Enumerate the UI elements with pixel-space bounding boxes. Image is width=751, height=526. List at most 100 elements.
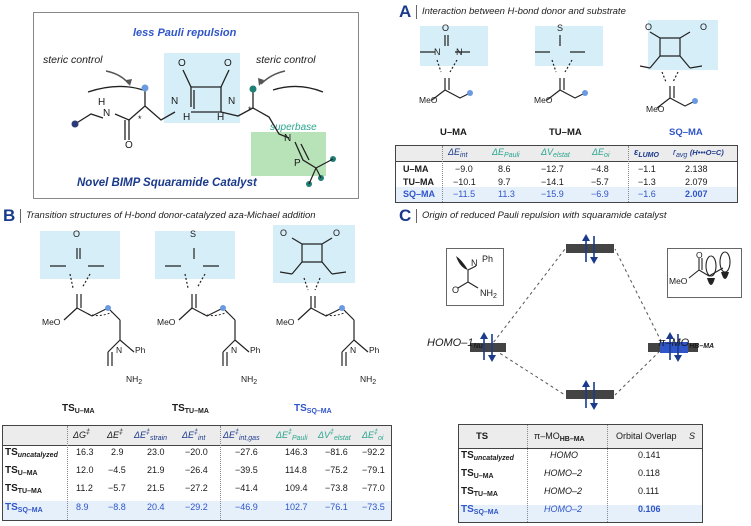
atom-h-mid2: H [217, 112, 225, 123]
b-cell: −20.0 [185, 447, 208, 457]
panel-a-title: Interaction between H-bond donor and sub… [422, 6, 626, 17]
a-cell: 2.138 [685, 164, 708, 174]
b-label-ts-u-ma: TSU–MA [62, 403, 95, 415]
c-row-name: TSU–MA [461, 468, 494, 480]
superbase-label: superbase [270, 122, 317, 133]
less-pauli-label: less Pauli repulsion [133, 27, 237, 39]
c-row-0: TSuncatalyzed HOMO 0.141 [458, 450, 703, 467]
b-h-de: ΔE‡ [107, 429, 123, 440]
a-label-sq-ma: SQ–MA [669, 127, 703, 138]
panel-b-title: Transition structures of H-bond donor-ca… [26, 210, 316, 221]
atom-n-mid2: N [228, 96, 236, 107]
b-urea-meo: MeO [42, 317, 61, 327]
panel-a-structures [420, 31, 703, 109]
b-sq-n: N [350, 345, 357, 355]
a-table-divider2 [628, 146, 629, 202]
a-row-name: TU–MA [403, 177, 434, 187]
b-urea-n: N [116, 345, 123, 355]
b-urea-o: O [73, 229, 81, 239]
a-cell: 9.7 [498, 177, 511, 187]
b-sq-o2: O [333, 228, 341, 238]
atom-star-right: * [248, 105, 252, 115]
b-cell: −81.6 [325, 447, 348, 457]
b-table-header-bg [3, 426, 391, 446]
c-row-2: TSTU–MA HOMO–2 0.111 [458, 486, 703, 503]
atom-o-sq2: O [224, 58, 232, 69]
b-row-name: TSTU–MA [5, 483, 42, 495]
c-cell-mo: HOMO–2 [544, 486, 583, 496]
b-h-int: ΔE‡int [182, 429, 206, 442]
b-table-divider2 [220, 426, 221, 520]
c-cell-mo: HOMO [550, 450, 578, 460]
b-h-strain: ΔE‡strain [134, 429, 168, 442]
atom-n-mid1: N [171, 96, 179, 107]
b-thiourea-highlight [155, 231, 235, 279]
a-cell: 2.079 [685, 177, 708, 187]
a-h-pauli: ΔEPauli [492, 147, 520, 159]
b-label-ts-tu-ma: TSTU–MA [172, 403, 209, 415]
b-urea-ph: Ph [135, 345, 146, 355]
b-cell: 114.8 [285, 465, 307, 475]
a-row-name: SQ–MA [403, 189, 436, 199]
superbase-highlight [251, 132, 326, 176]
pi-mo-right-label: π–MOHB–MA [658, 337, 715, 350]
b-cell: 21.9 [147, 465, 165, 475]
b-cell: −73.8 [325, 483, 348, 493]
ma-structure [688, 251, 731, 285]
a-h-int: ΔEint [448, 147, 468, 159]
a-cell: 11.3 [498, 189, 515, 199]
b-cell: 12.0 [76, 465, 94, 475]
a-row-0: U–MA −9.0 8.6 −12.7 −4.8 −1.1 2.138 [395, 164, 738, 177]
steric-control-right: steric control [256, 54, 316, 66]
panel-a-divider [416, 5, 417, 19]
a-row-name: U–MA [403, 164, 429, 174]
nu-structure [456, 256, 479, 289]
a-cell: 8.6 [498, 164, 511, 174]
a-thiourea-s: S [557, 23, 564, 33]
b-sq-o1: O [280, 228, 288, 238]
a-label-tu-ma: TU–MA [549, 127, 582, 138]
a-cell: −1.1 [638, 164, 656, 174]
b-cell: −41.4 [235, 483, 258, 493]
c-cell-mo: HOMO–2 [544, 468, 583, 478]
a-thiourea-highlight [535, 26, 603, 66]
atom-h-left: H [98, 97, 106, 108]
a-sq-meo: MeO [646, 104, 665, 114]
catalyst-name: Novel BIMP Squaramide Catalyst [77, 177, 257, 189]
b-cell: −79.1 [362, 465, 385, 475]
c-row-name: TSTU–MA [461, 486, 498, 498]
a-row-1: TU–MA −10.1 9.7 −14.1 −5.7 −1.3 2.079 [395, 177, 738, 190]
b-table-sq-row-bg [3, 501, 391, 520]
atom-p-superbase: P [294, 158, 301, 169]
c-row-3: TSSQ–MA HOMO–2 0.106 [458, 504, 703, 521]
a-table-divider [442, 146, 443, 202]
atom-n-left: N [103, 108, 111, 119]
b-row-name: TSU–MA [5, 465, 38, 477]
panel-b-divider [20, 209, 21, 223]
steric-control-left: steric control [43, 54, 103, 66]
a-table-sq-row-bg [396, 187, 737, 202]
c-h-mo: π–MOHB–MA [534, 431, 585, 443]
c-table-header-bg [459, 425, 702, 449]
b-row-3: TSSQ–MA 8.9 −8.8 20.4 −29.2 −46.9 102.7 … [2, 502, 392, 520]
ma-meo: MeO [669, 276, 688, 286]
a-row-2: SQ–MA −11.5 11.3 −15.9 −6.9 −1.6 2.007 [395, 189, 738, 202]
b-h-elstat: ΔV‡elstat [318, 429, 351, 442]
c-table-divider2 [607, 425, 608, 522]
b-cell: −5.7 [108, 483, 126, 493]
panel-c-letter: C [399, 206, 412, 225]
catalyst-structure [71, 69, 336, 187]
a-urea-highlight [420, 26, 488, 66]
b-table-divider1 [67, 426, 68, 520]
panel-b-structures [50, 237, 369, 366]
a-cell: −4.8 [591, 164, 609, 174]
b-row-1: TSU–MA 12.0 −4.5 21.9 −26.4 −39.5 114.8 … [2, 465, 392, 483]
a-urea-meo: MeO [419, 95, 438, 105]
b-cell: 2.9 [111, 447, 124, 457]
b-cell: −39.5 [235, 465, 258, 475]
a-thiourea-meo: MeO [534, 95, 553, 105]
c-table-sq-row-bg [459, 505, 702, 522]
a-urea-n2: N [456, 47, 463, 57]
b-sq-ph: Ph [369, 345, 380, 355]
